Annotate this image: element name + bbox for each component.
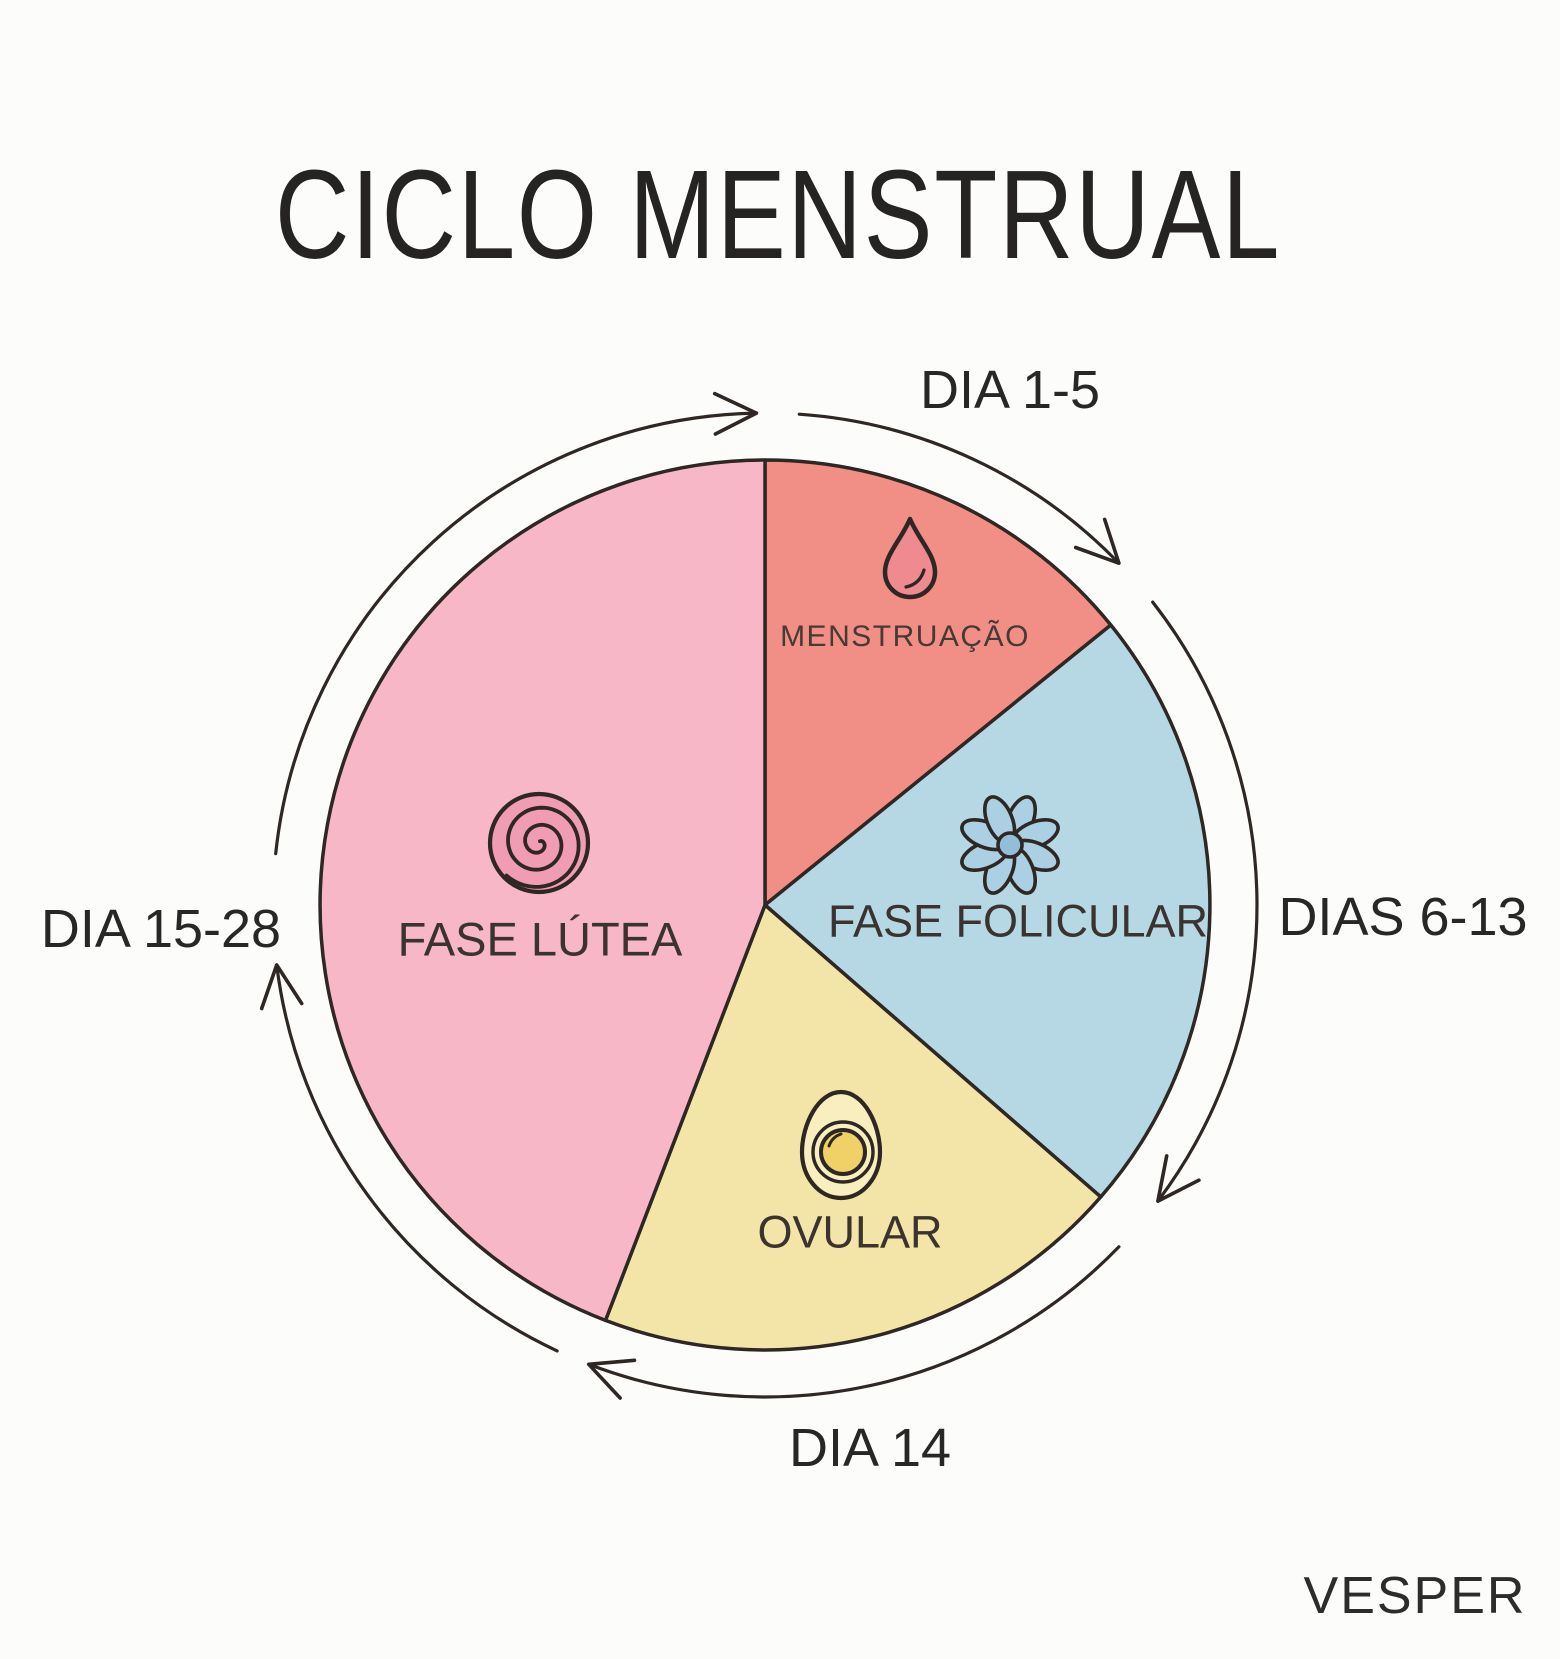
cycle-arrow-0 [274,411,758,856]
cycle-arrow-3 [587,1245,1121,1399]
day-label-lutea: DIA 15-28 [40,899,282,959]
spiral-icon [487,791,591,895]
day-label-menstruacao: DIA 1-5 [919,360,1101,420]
blood-drop-icon [882,516,938,600]
cycle-arrowhead-4 [259,963,304,1011]
cycle-arrowhead-1 [1073,517,1121,566]
egg-icon [799,1089,883,1201]
cycle-arrowhead-2 [1156,1154,1201,1203]
slice-label-ovular: OVULAR [757,1206,943,1258]
pie-slice-menstruacao [763,458,1113,907]
day-label-ovular: DIA 14 [788,1418,952,1478]
pie-slice-folicular [763,623,1212,1199]
slice-label-lutea: FASE LÚTEA [397,912,683,966]
cycle-arrow-2 [1151,600,1259,1203]
brand-watermark: VESPER [1303,1567,1527,1625]
slice-label-folicular: FASE FOLICULAR [827,895,1209,947]
page-title: CICLO MENSTRUAL [274,144,1282,285]
slice-label-menstruacao: MENSTRUAÇÃO [780,620,1030,653]
cycle-arrow-1 [797,412,1121,565]
day-label-folicular: DIAS 6-13 [1278,887,1528,947]
cycle-arrowhead-0 [712,391,759,436]
cycle-arrowhead-3 [586,1358,637,1400]
flower-icon [960,795,1060,895]
cycle-arrows [259,391,1259,1400]
cycle-arrow-4 [275,963,559,1353]
